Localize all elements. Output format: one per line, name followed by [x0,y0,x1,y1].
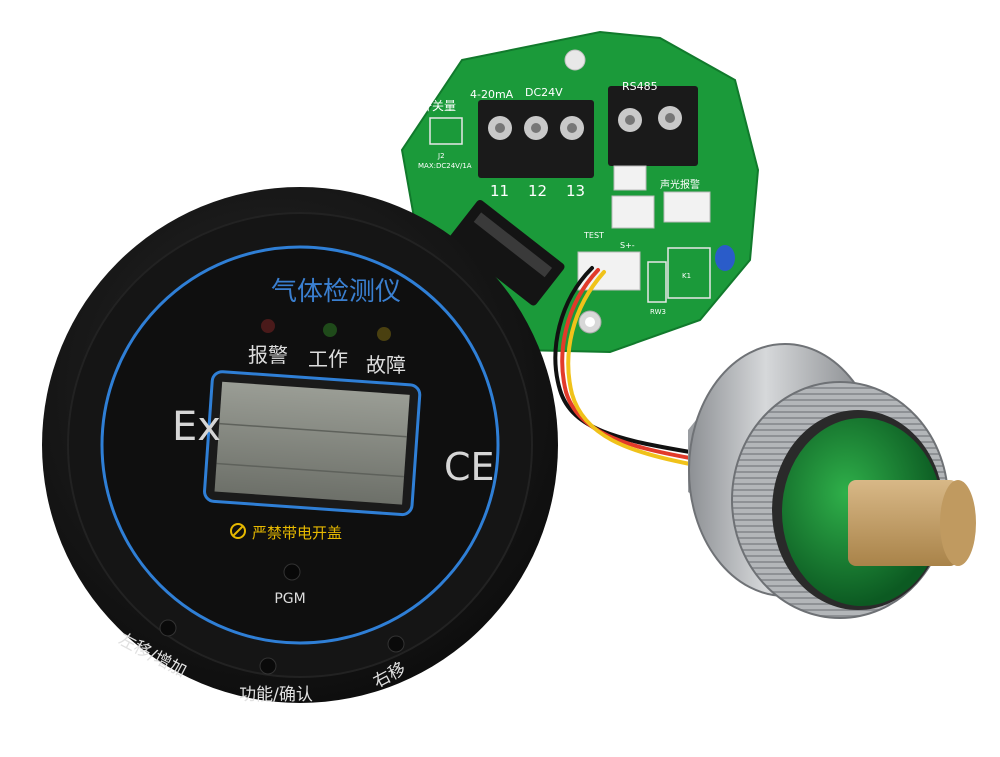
sensor-brass-filter [848,480,976,566]
pcb-label-ma: 4-20mA [470,88,514,101]
ex-mark: Ex [172,404,221,450]
warning-text: 严禁带电开盖 [252,524,342,542]
sensor-cable [553,266,692,466]
connector-alarm [663,191,711,223]
j2-outline [429,117,463,145]
pcb-label-test: TEST [583,231,604,240]
device-title: 气体检测仪 [271,277,401,307]
pgm-label: PGM [274,591,305,607]
connector-small [613,165,647,191]
k1-relay-outline [667,247,711,299]
alarm-label: 报警 [248,343,288,367]
pcb-mount-hole-top [564,49,586,71]
connector-test [611,195,655,229]
terminal-block-left [478,100,594,178]
pcb-pin-13: 13 [566,182,585,200]
gas-sensor [688,343,976,619]
pcb-label-rs485: RS485 [622,80,658,93]
pgm-button[interactable] [283,563,301,581]
right-move-button[interactable] [387,635,405,653]
pcb-pin-12: 12 [528,182,547,200]
pcb-label-dc: DC24V [525,86,563,99]
blue-capacitor [715,245,735,271]
pcb-label-rw3: RW3 [650,308,666,316]
work-led [323,323,337,337]
lcd-display [203,370,422,517]
pcb-pin-11: 11 [490,182,509,200]
detector-housing: 气体检测仪 报警 工作 故障 Ex CE 严禁带电开盖 PGM 左移/ [42,187,558,705]
ce-mark: CE [444,445,495,489]
pcb-label-max: MAX:DC24V/1A [418,162,472,170]
fault-led [377,327,391,341]
pcb-label-j2: J2 [437,152,445,160]
pcb-label-switch: 开关量 [420,99,456,113]
pcb-label-s: S+- [620,241,635,250]
left-increase-button[interactable] [159,619,177,637]
rw3-outline [647,261,667,303]
terminal-block-right [608,86,698,166]
pcb-label-k1: K1 [682,272,691,280]
pcb-label-alarm: 声光报警 [660,178,700,191]
function-confirm-label: 功能/确认 [239,685,313,705]
fault-label: 故障 [366,353,406,377]
no-open-icon [230,523,246,539]
ribbon-connector [449,199,565,306]
work-label: 工作 [308,347,348,371]
alarm-led [261,319,275,333]
function-confirm-button[interactable] [259,657,277,675]
